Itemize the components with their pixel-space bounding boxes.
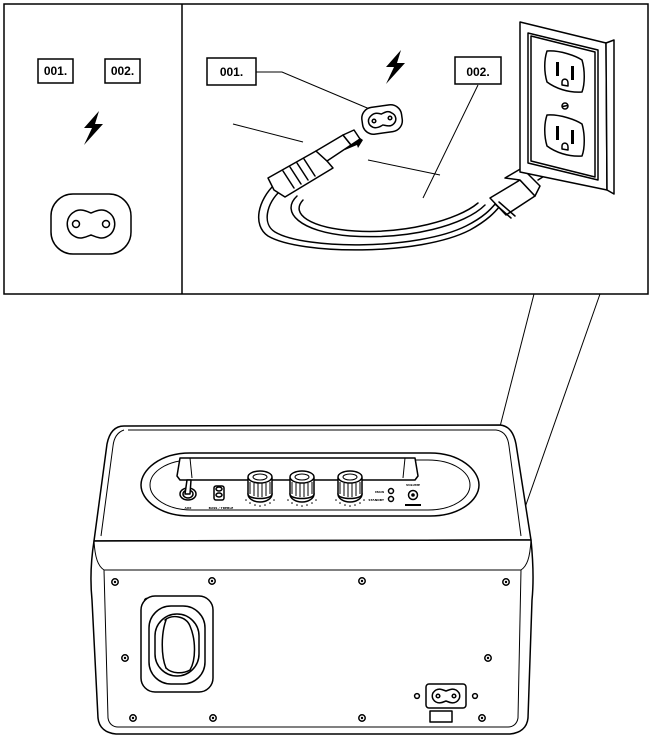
power-socket-icon <box>360 103 403 135</box>
label-001-left: 001. <box>44 64 67 78</box>
input-jack[interactable] <box>214 486 224 500</box>
label-001-right: 001. <box>220 65 243 79</box>
headphone-label: VOLUME <box>406 483 420 487</box>
rating-label <box>430 711 452 722</box>
wall-outlet <box>520 22 614 194</box>
speaker: AUX BASS / TREBLE <box>91 425 533 734</box>
jack-label-bass-treble: BASS / TREBLE <box>209 506 234 510</box>
label-002-left: 002. <box>111 64 134 78</box>
jack-label-aux: AUX <box>185 506 193 510</box>
power-socket-icon <box>51 194 131 254</box>
led-label-main: MAIN <box>375 490 384 494</box>
label-002-right: 002. <box>466 65 489 79</box>
bass-port <box>141 596 213 692</box>
control-panel: AUX BASS / TREBLE <box>141 453 479 516</box>
led-label-standby: STANDBY <box>368 498 384 502</box>
